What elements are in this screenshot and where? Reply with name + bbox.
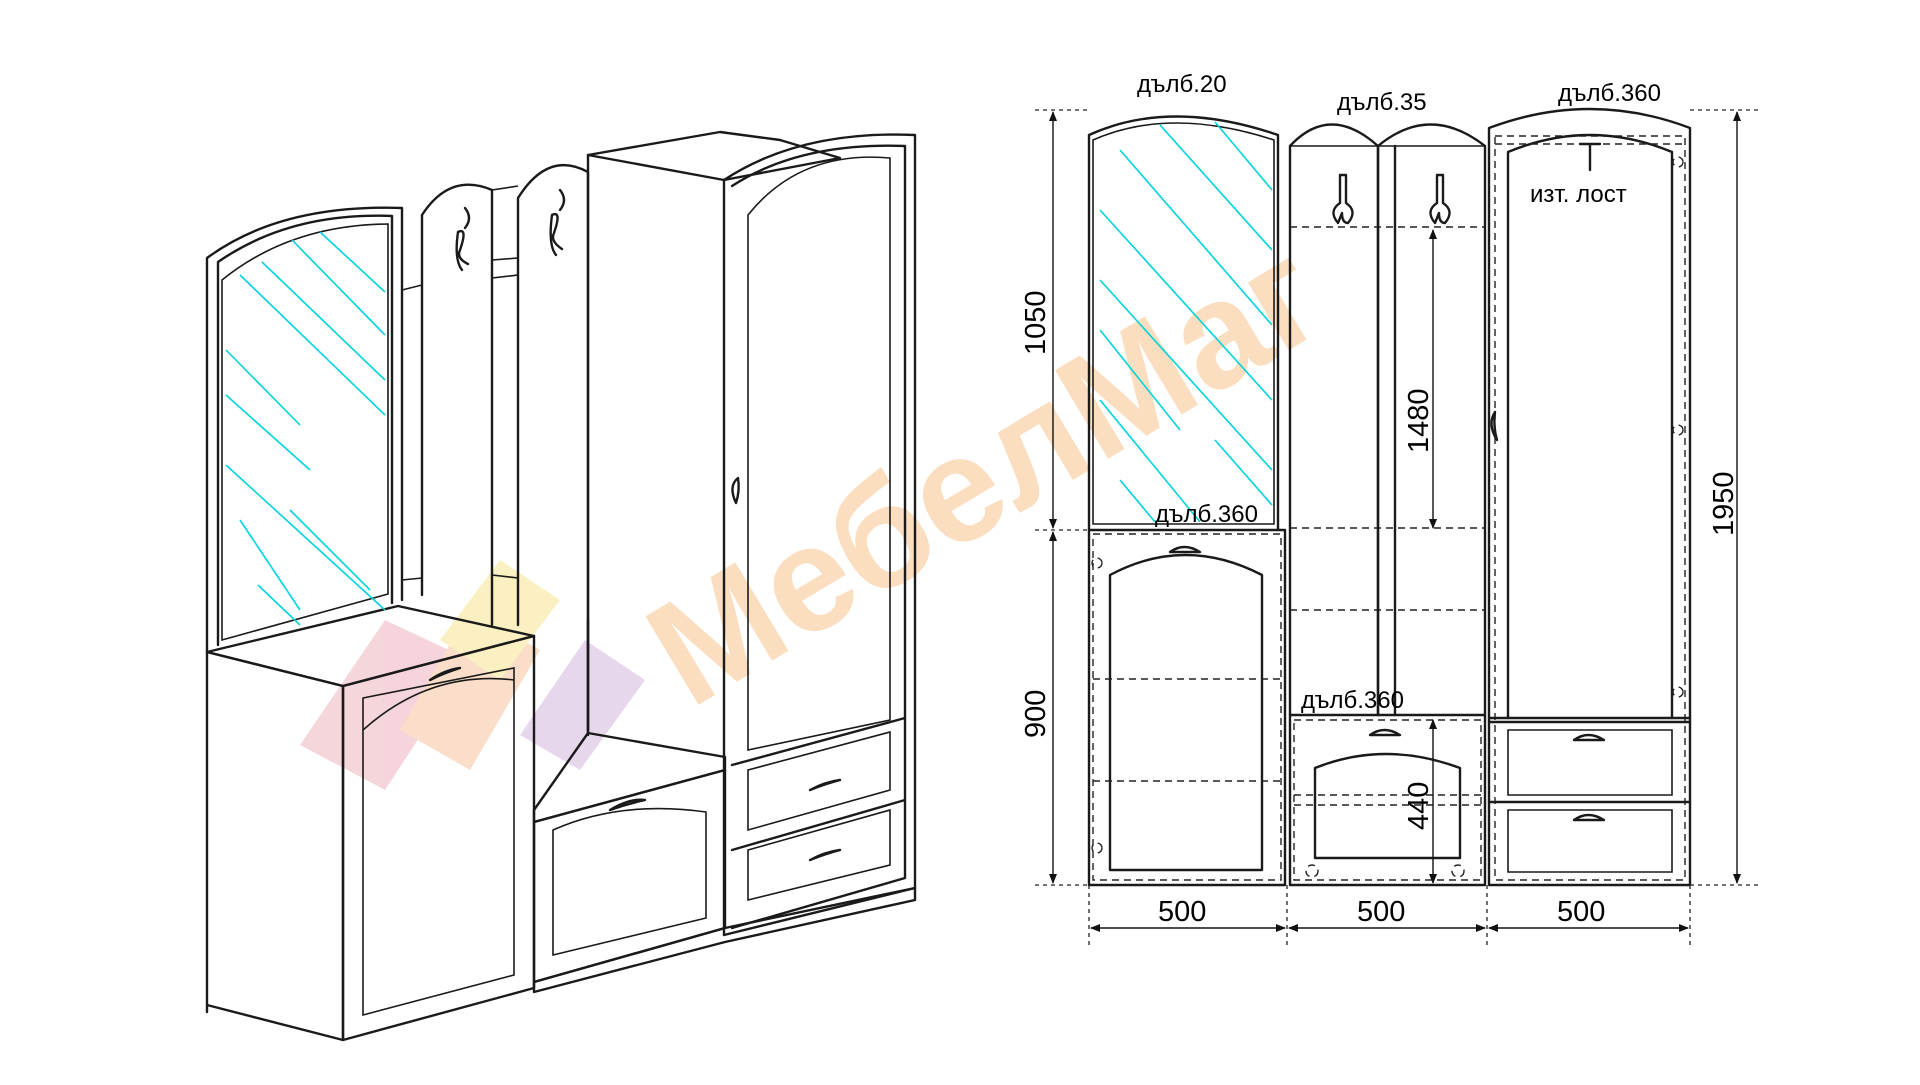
coat-hook-icon (455, 206, 471, 272)
label-depth-hooks: дълб.35 (1337, 89, 1427, 116)
handle-icon (808, 778, 842, 792)
handle-icon (1368, 728, 1402, 737)
coat-hook-icon (1429, 173, 1451, 225)
dim-mirror-height: 1050 (1020, 290, 1052, 355)
watermark-logo-icon (300, 560, 645, 790)
dimension-lines (1035, 109, 1760, 945)
handle-icon (808, 848, 842, 862)
handle-icon (1572, 813, 1606, 822)
label-depth-mirror: дълб.20 (1137, 71, 1227, 98)
front-elevation: дълб.20 дълб.35 дълб.360 дълб.360 дълб.3… (1020, 71, 1760, 945)
handle-icon (1490, 410, 1499, 442)
dim-hook-panel-height: 1480 (1403, 388, 1435, 453)
label-depth-left-cabinet: дълб.360 (1155, 501, 1258, 528)
handle-icon (1572, 733, 1606, 742)
dim-cabinet-height: 900 (1020, 690, 1052, 738)
mirror-frame-3d (205, 206, 404, 654)
coat-hook-icon (549, 188, 566, 257)
wardrobe-3d (532, 130, 917, 994)
dim-width-middle: 500 (1357, 896, 1405, 928)
mirror-glass (225, 231, 386, 626)
hanging-rod-icon (1578, 142, 1602, 172)
isometric-view (205, 130, 917, 1042)
mirror-glass (1099, 121, 1273, 523)
handle-icon (731, 476, 740, 505)
label-depth-bench: дълб.360 (1301, 687, 1404, 714)
handle-icon (608, 798, 647, 812)
dim-width-right: 500 (1557, 896, 1605, 928)
coat-hook-icon (1332, 173, 1354, 225)
dim-width-left: 500 (1158, 896, 1206, 928)
watermark: МебелМаг (300, 207, 1350, 790)
watermark-text: МебелМаг (620, 207, 1350, 738)
handle-icon (428, 666, 462, 682)
middle-section (1288, 123, 1487, 887)
right-section (1487, 107, 1692, 887)
label-depth-wardrobe: дълб.360 (1558, 80, 1661, 107)
label-hanging-rod: изт. лост (1530, 181, 1627, 208)
left-section (1087, 115, 1287, 887)
hook-panels-3d (401, 163, 590, 732)
dim-bench-height: 440 (1403, 782, 1435, 830)
dim-total-height: 1950 (1708, 471, 1740, 536)
handle-icon (1168, 545, 1202, 554)
